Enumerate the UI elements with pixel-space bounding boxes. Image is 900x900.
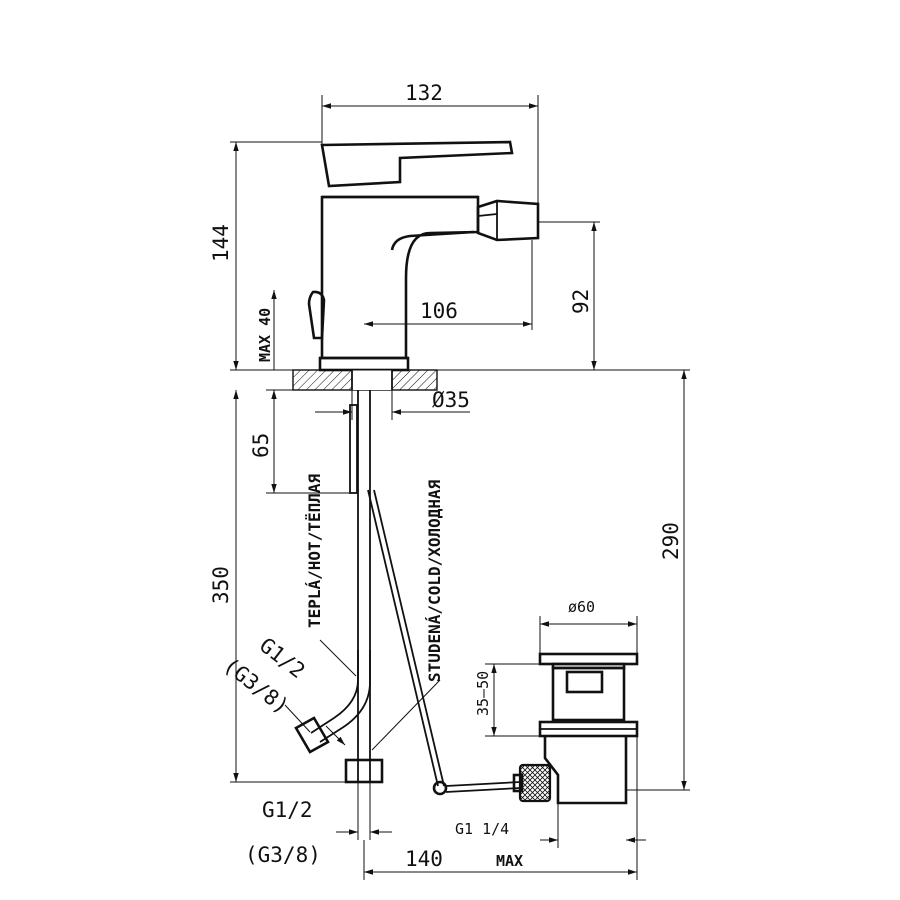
worktop [230, 369, 690, 391]
dim-drain-reach-max: MAX [496, 852, 523, 870]
dim-drain-thread: G1 1/4 [455, 820, 509, 838]
dim-spout-reach: 106 [420, 299, 458, 323]
label-hot: TEPLÁ/HOT/ТЁПЛАЯ [305, 474, 324, 628]
dim-drain-diameter: ø60 [568, 598, 595, 616]
dim-stem-length: 65 [249, 433, 273, 458]
label-cold: STUDENÁ/COLD/ХОЛОДНАЯ [425, 479, 444, 682]
dim-bottom-inlet-alt: (G3/8) [245, 843, 321, 867]
dim-drain-depth: 290 [659, 522, 683, 560]
dim-hole-diameter: Ø35 [432, 388, 470, 412]
dim-height-total: 144 [209, 224, 233, 262]
dimension-lines [230, 95, 690, 880]
dim-hose-length: 350 [209, 566, 233, 604]
dim-spout-height: 92 [569, 289, 593, 314]
dim-drain-range: 35–50 [474, 671, 492, 716]
dim-drain-reach: 140 [405, 847, 443, 871]
hoses [294, 390, 521, 796]
dim-max-thickness: MAX 40 [256, 308, 274, 362]
drain-assembly [512, 652, 639, 805]
dim-width-top: 132 [405, 81, 443, 105]
dim-bottom-inlet: G1/2 [262, 798, 313, 822]
faucet-body [307, 140, 540, 372]
